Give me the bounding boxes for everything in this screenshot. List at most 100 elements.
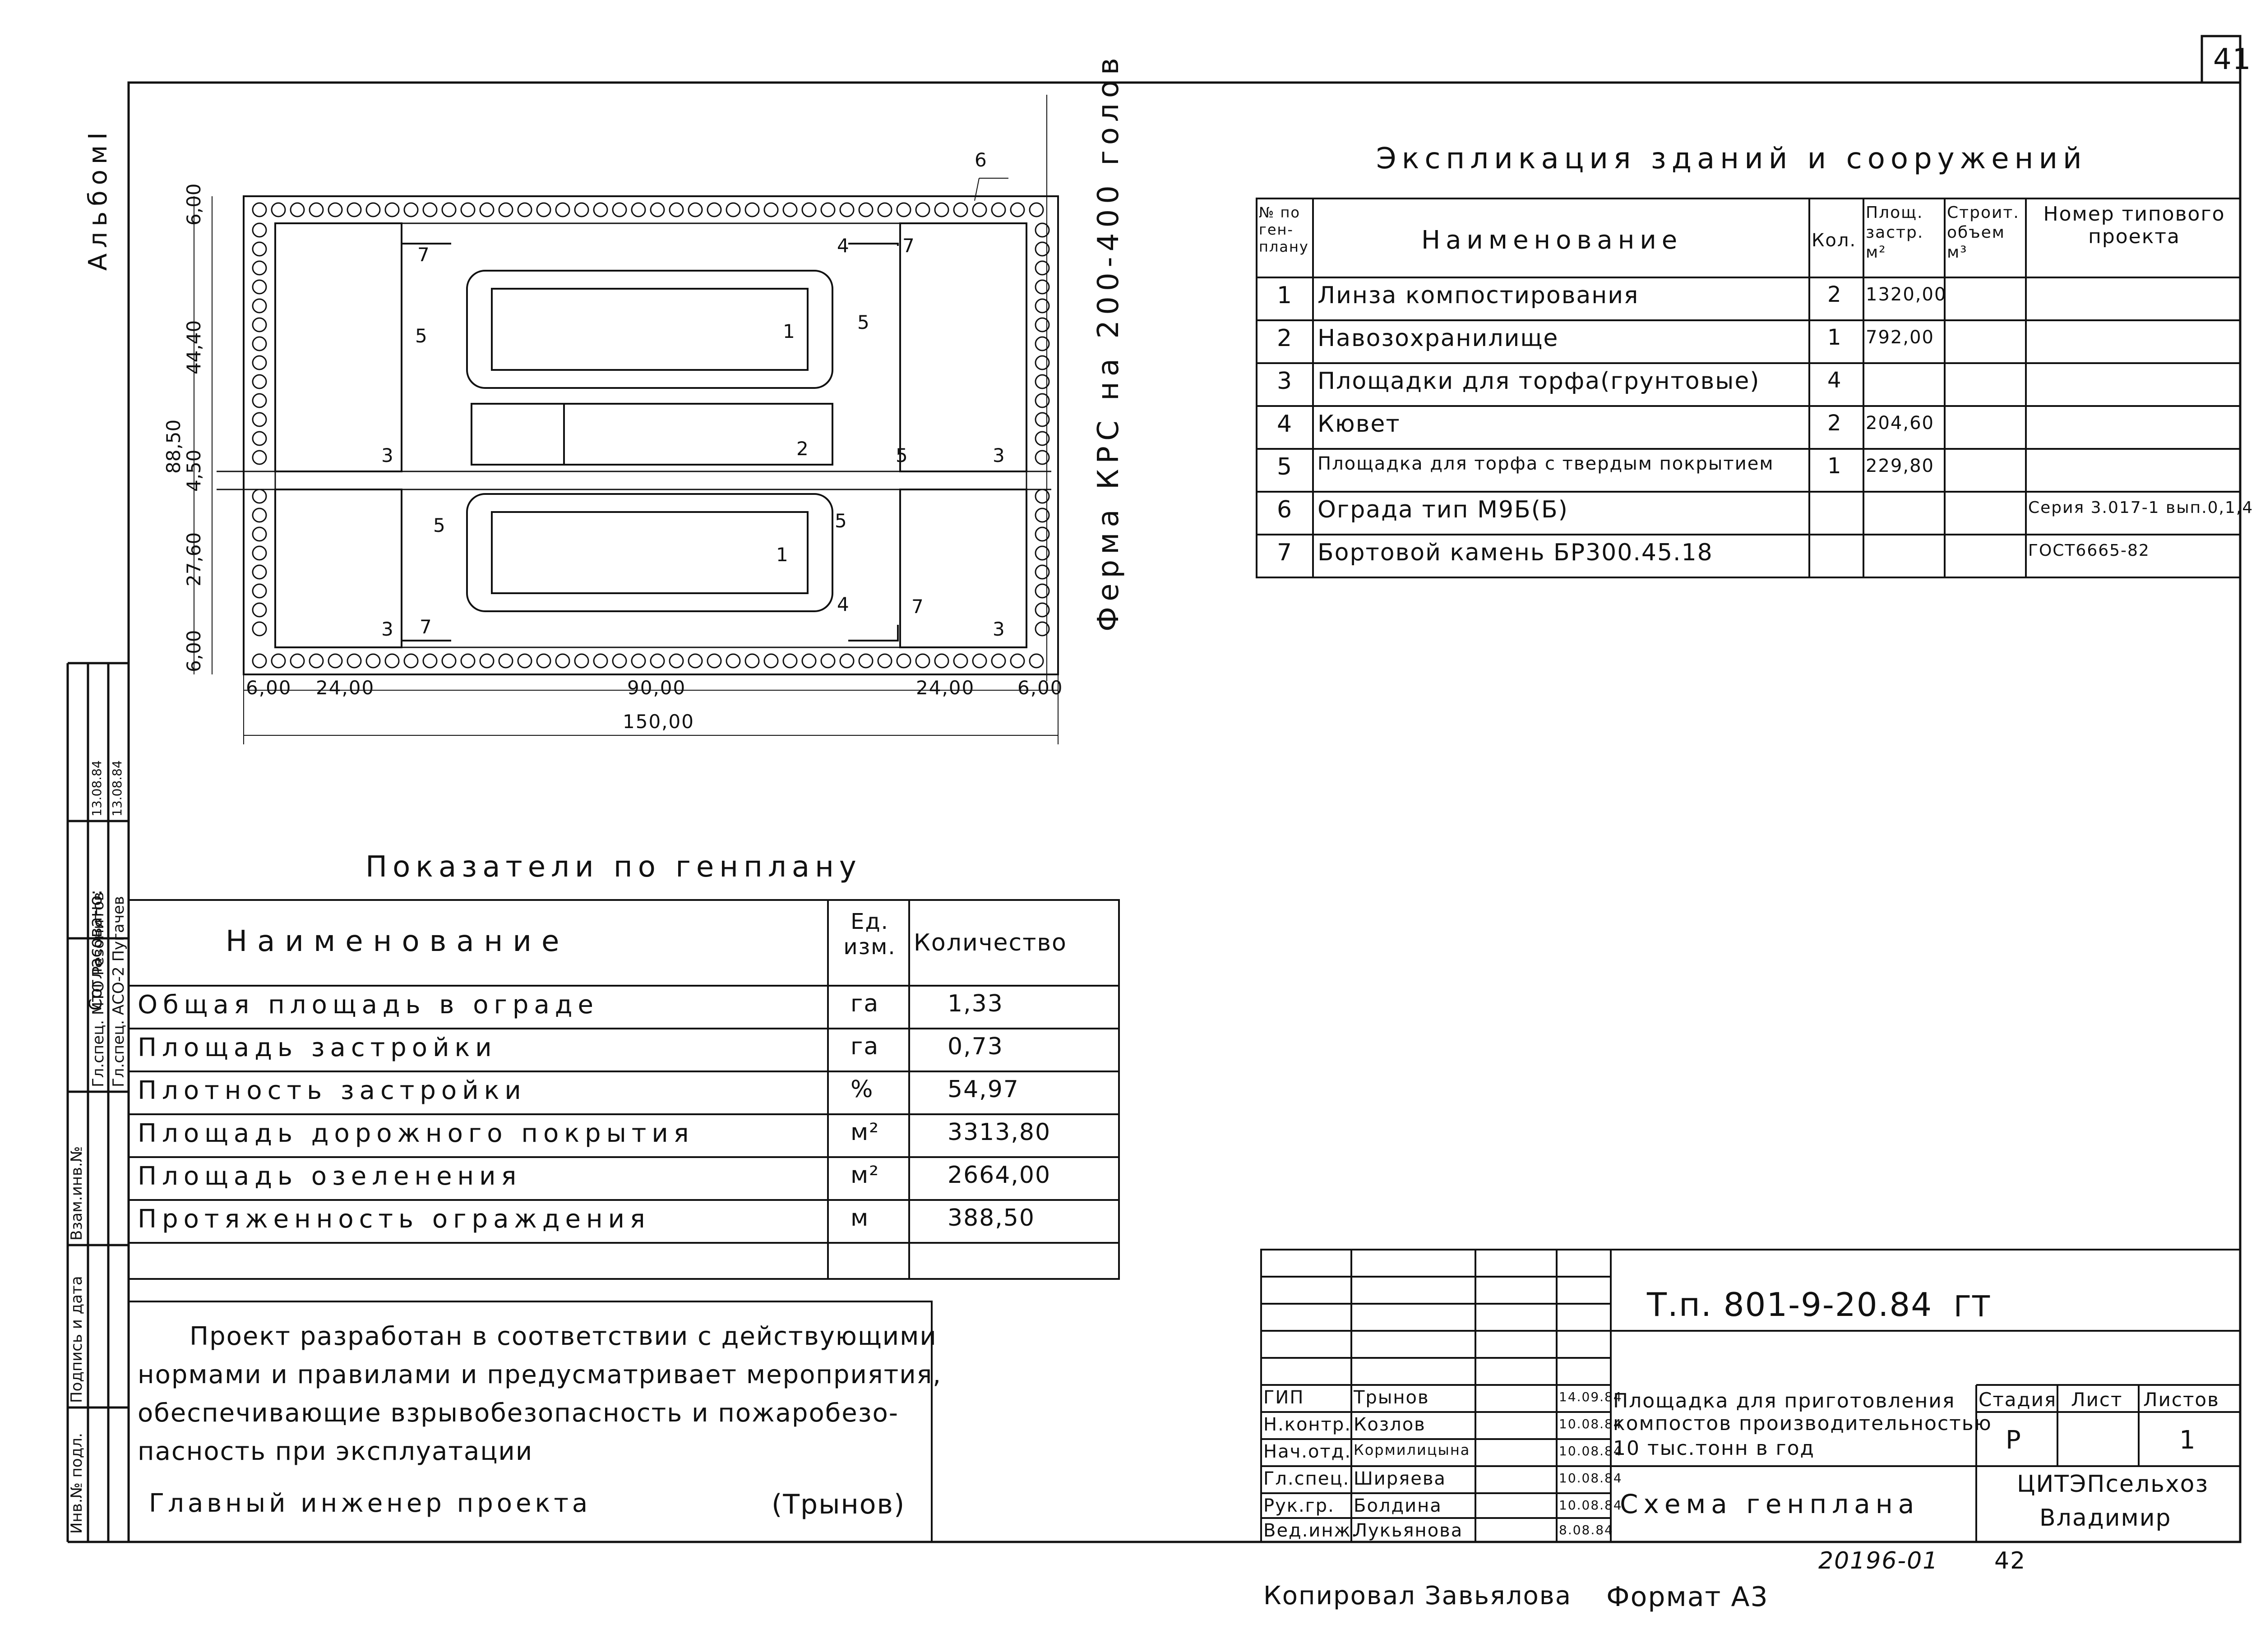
ind-row-qty: 3313,80 [948, 1119, 1051, 1146]
label-7c: 7 [420, 616, 433, 638]
doc-code: Т.п. 801-9-20.84 [1647, 1286, 1933, 1324]
tree-rings [252, 202, 1050, 669]
expl-row-name: Ограда тип М9Б(Б) [1318, 496, 1568, 523]
sheets-label: Листов [2143, 1389, 2219, 1411]
note-line-1: нормами и правилами и предусматривает ме… [138, 1360, 942, 1389]
tree-ring [328, 653, 343, 669]
tree-ring [1035, 621, 1050, 637]
tree-ring [991, 202, 1006, 217]
side-col-2: Взам.инв.№ [68, 1146, 86, 1241]
tree-ring [593, 202, 608, 217]
tree-ring [252, 621, 267, 637]
tree-ring [309, 653, 324, 669]
tree-ring [403, 202, 419, 217]
label-7d: 7 [911, 595, 925, 618]
role-date: 8.08.84 [1559, 1523, 1613, 1537]
dim-h-2: 90,00 [627, 677, 686, 699]
dim-h-3: 24,00 [916, 677, 975, 699]
tree-ring [801, 202, 817, 217]
tree-ring [972, 653, 987, 669]
tree-ring [934, 202, 949, 217]
note-line-2: обеспечивающие взрывобезопасность и пожа… [138, 1398, 899, 1428]
tree-ring [1035, 279, 1050, 295]
ind-row-unit: % [851, 1076, 874, 1103]
side-date-1: 13.08.84 [110, 760, 125, 817]
tree-ring [309, 202, 324, 217]
tree-ring [252, 241, 267, 257]
ind-row-qty: 388,50 [948, 1204, 1035, 1232]
expl-row-area: 204,60 [1866, 413, 1934, 434]
tree-ring [707, 653, 722, 669]
tree-ring [460, 202, 476, 217]
tree-ring [1035, 583, 1050, 599]
expl-row-num: 3 [1277, 368, 1293, 395]
tree-ring [1035, 412, 1050, 427]
tree-ring [365, 653, 381, 669]
project-title-2: 10 тыс.тонн в год [1613, 1437, 1815, 1460]
tree-ring [403, 653, 419, 669]
role-name: Болдина [1354, 1495, 1442, 1516]
tree-ring [688, 202, 703, 217]
tree-ring [441, 202, 457, 217]
tree-ring [953, 653, 968, 669]
expl-row-num: 4 [1277, 411, 1293, 438]
tree-ring [1029, 202, 1044, 217]
tree-ring [1035, 298, 1050, 314]
tree-ring [631, 202, 646, 217]
sheets-value: 1 [2179, 1426, 2196, 1455]
sheet-label: Лист [2071, 1389, 2123, 1411]
tree-ring [252, 431, 267, 446]
tree-ring [1035, 450, 1050, 465]
side-col-1: Подпись и дата [68, 1276, 86, 1403]
tree-ring [896, 653, 911, 669]
tree-ring [1035, 317, 1050, 332]
org-0: ЦИТЭПсельхоз [2017, 1471, 2209, 1498]
title-block-grid [1260, 1249, 2241, 1543]
ind-row-name: Плотность застройки [138, 1076, 527, 1105]
expl-row-project: Серия 3.017-1 вып.0,1,4 [2028, 498, 2254, 517]
expl-row-num: 7 [1277, 539, 1293, 566]
ind-row-unit: м² [851, 1162, 880, 1189]
tree-ring [252, 489, 267, 504]
role-title: ГИП [1263, 1387, 1304, 1408]
expl-row-area: 792,00 [1866, 327, 1934, 348]
tree-ring [801, 653, 817, 669]
tree-ring [574, 202, 589, 217]
label-1b: 1 [776, 544, 789, 566]
inventory-number: 20196-01 [1818, 1547, 1939, 1574]
tree-ring [252, 653, 267, 669]
page-number: 41 [2213, 43, 2252, 76]
tree-ring [252, 602, 267, 618]
ind-row-name: Протяженность ограждения [138, 1204, 651, 1234]
tree-ring [896, 202, 911, 217]
tree-ring [441, 653, 457, 669]
dim-v-3: 27,60 [183, 532, 205, 586]
tree-ring [1010, 653, 1025, 669]
tree-ring [1035, 508, 1050, 523]
dim-h-4: 6,00 [1017, 677, 1063, 699]
label-7b: 7 [902, 235, 915, 257]
farm-label: Ферма КРС на 200-400 голов [1092, 52, 1125, 632]
role-name: Трынов [1354, 1387, 1429, 1408]
ind-h-unit: Ед. изм. [843, 909, 896, 960]
tree-ring [1035, 602, 1050, 618]
role-title: Н.контр. [1263, 1414, 1351, 1435]
tree-ring [726, 653, 741, 669]
expl-h-volume: Строит. объем м³ [1947, 203, 2020, 262]
role-name: Козлов [1354, 1414, 1426, 1435]
tree-ring [782, 202, 798, 217]
ind-row-qty: 2664,00 [948, 1162, 1051, 1189]
tree-ring [384, 202, 400, 217]
label-5c: 5 [857, 311, 870, 333]
label-3d: 3 [993, 618, 1006, 640]
expl-row-num: 5 [1277, 453, 1293, 480]
tree-ring [252, 355, 267, 370]
expl-row-qty: 2 [1827, 282, 1842, 307]
tree-ring [631, 653, 646, 669]
label-3b: 3 [993, 444, 1006, 466]
ind-row-name: Площадь дорожного покрытия [138, 1119, 694, 1148]
tree-ring [972, 202, 987, 217]
label-5b: 5 [415, 325, 428, 347]
tree-ring [1035, 374, 1050, 389]
expl-row-num: 2 [1277, 325, 1293, 352]
